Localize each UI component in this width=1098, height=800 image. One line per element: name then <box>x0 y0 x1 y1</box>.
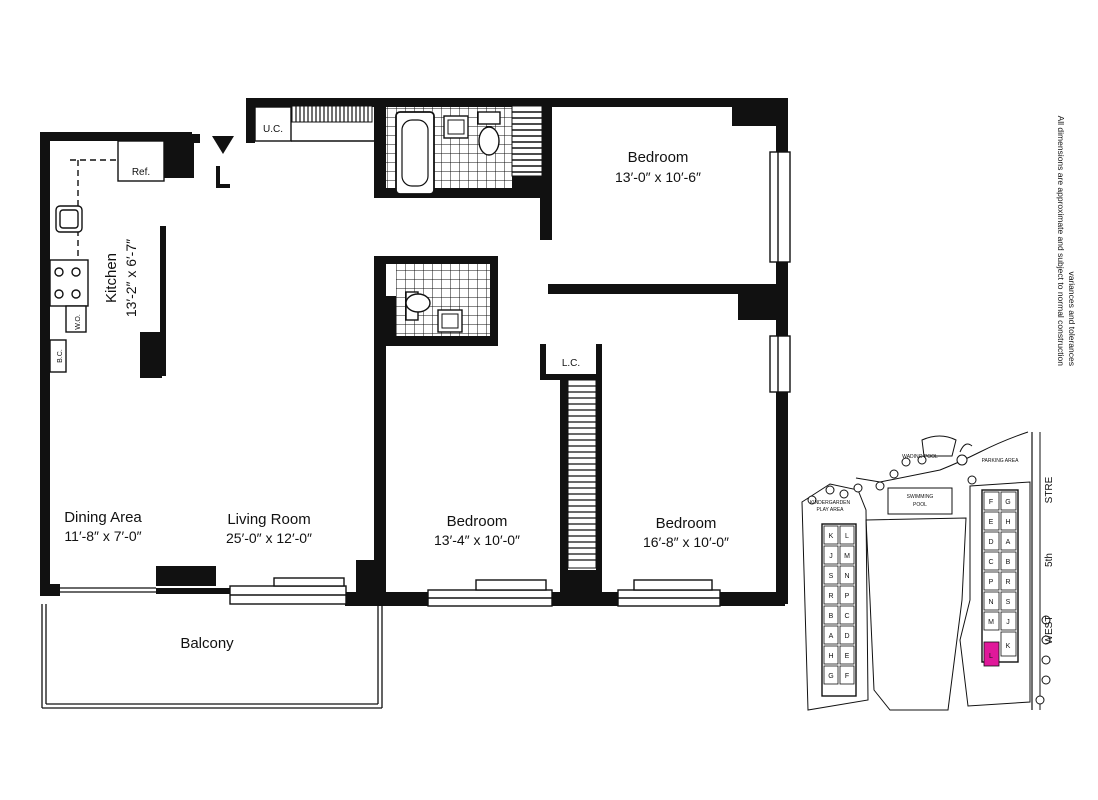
site-unit: E <box>989 519 994 526</box>
bedroom-c-name: Bedroom <box>447 513 508 530</box>
room-labels: Bedroom 13′-0″ x 10′-6″ Kitchen 13′-2″ x… <box>64 149 729 652</box>
street-word-2: 5th <box>1044 553 1055 567</box>
site-unit: G <box>1005 499 1010 506</box>
site-unit: A <box>1006 539 1011 546</box>
kitchen-dims: 13′-2″ x 6′-7″ <box>123 239 139 317</box>
site-unit: J <box>829 553 833 560</box>
site-unit: N <box>844 573 849 580</box>
entry-arrow-icon <box>212 136 234 154</box>
disclaimer-note: All dimensions are approximate and subje… <box>1056 116 1077 367</box>
site-unit: G <box>828 673 833 680</box>
living-dims: 25′-0″ x 12′-0″ <box>226 530 312 546</box>
site-unit: R <box>1005 579 1010 586</box>
bc-label: B.C. <box>57 349 64 363</box>
site-unit: P <box>989 579 994 586</box>
bedroom-ne-name: Bedroom <box>628 149 689 166</box>
uc-label: U.C. <box>263 124 283 135</box>
lc-label: L.C. <box>562 358 580 369</box>
linen-closet: L.C. <box>562 358 597 569</box>
utility-closet: U.C. <box>254 105 374 142</box>
dining-name: Dining Area <box>64 509 142 526</box>
site-plan <box>801 431 1051 711</box>
site-left-wing: K L J M S N R P B C A D H E G F <box>823 525 855 685</box>
bedroom-ne-dims: 13′-0″ x 10′-6″ <box>615 169 701 185</box>
site-unit: S <box>829 573 834 580</box>
site-unit: L <box>989 653 993 660</box>
swimming-label: SWIMMING <box>907 494 934 500</box>
bedroom-e-dims: 16′-8″ x 10′-0″ <box>643 534 729 550</box>
ref-label: Ref. <box>132 167 150 178</box>
balcony-label: Balcony <box>180 635 234 652</box>
parking-label: PARKING AREA <box>982 458 1020 464</box>
site-unit: C <box>844 613 849 620</box>
wo-label: W.O. <box>75 314 82 330</box>
kitchen-fixtures: Ref. <box>49 140 165 373</box>
site-unit: J <box>1006 619 1010 626</box>
site-right-wing: F G E H D A C B P R N S M J L K <box>983 491 1017 667</box>
note-line-2: variances and tolerances <box>1067 271 1077 366</box>
site-unit: R <box>828 593 833 600</box>
highlighted-unit <box>983 641 1000 667</box>
pool-label: POOL <box>913 502 927 508</box>
site-unit: L <box>845 533 849 540</box>
site-unit: D <box>844 633 849 640</box>
site-unit: N <box>988 599 993 606</box>
street-word-3: STRE <box>1044 476 1055 503</box>
play-area-label: PLAY AREA <box>816 507 844 513</box>
living-name: Living Room <box>227 511 310 528</box>
site-labels: KINDERGARDEN PLAY AREA WADING POOL SWIMM… <box>810 454 1055 644</box>
site-unit: P <box>845 593 850 600</box>
site-unit: D <box>988 539 993 546</box>
site-unit: K <box>829 533 834 540</box>
interior-walls <box>140 104 780 596</box>
site-unit: C <box>988 559 993 566</box>
note-line-1: All dimensions are approximate and subje… <box>1056 116 1066 367</box>
site-unit: M <box>844 553 850 560</box>
right-windows <box>769 151 791 393</box>
site-unit: F <box>845 673 849 680</box>
site-unit: B <box>829 613 834 620</box>
site-unit: E <box>845 653 850 660</box>
kitchen-name: Kitchen <box>103 253 120 303</box>
balcony-outline <box>41 587 383 709</box>
site-unit: F <box>989 499 993 506</box>
site-unit: S <box>1006 599 1011 606</box>
street-word-1: WEST <box>1044 616 1055 645</box>
bedroom-c-dims: 13′-4″ x 10′-0″ <box>434 532 520 548</box>
wading-pool-label: WADING POOL <box>902 454 938 460</box>
site-unit: H <box>1005 519 1010 526</box>
kindergarten-label: KINDERGARDEN <box>810 500 851 506</box>
site-unit: M <box>988 619 994 626</box>
site-unit: H <box>828 653 833 660</box>
dining-dims: 11′-8″ x 7′-0″ <box>64 528 141 544</box>
site-unit: K <box>1006 643 1011 650</box>
bedroom-e-name: Bedroom <box>656 515 717 532</box>
bottom-windows <box>229 577 721 607</box>
site-unit: A <box>829 633 834 640</box>
bathroom-middle <box>396 264 490 336</box>
bathroom-top <box>386 105 543 195</box>
site-unit: B <box>1006 559 1011 566</box>
